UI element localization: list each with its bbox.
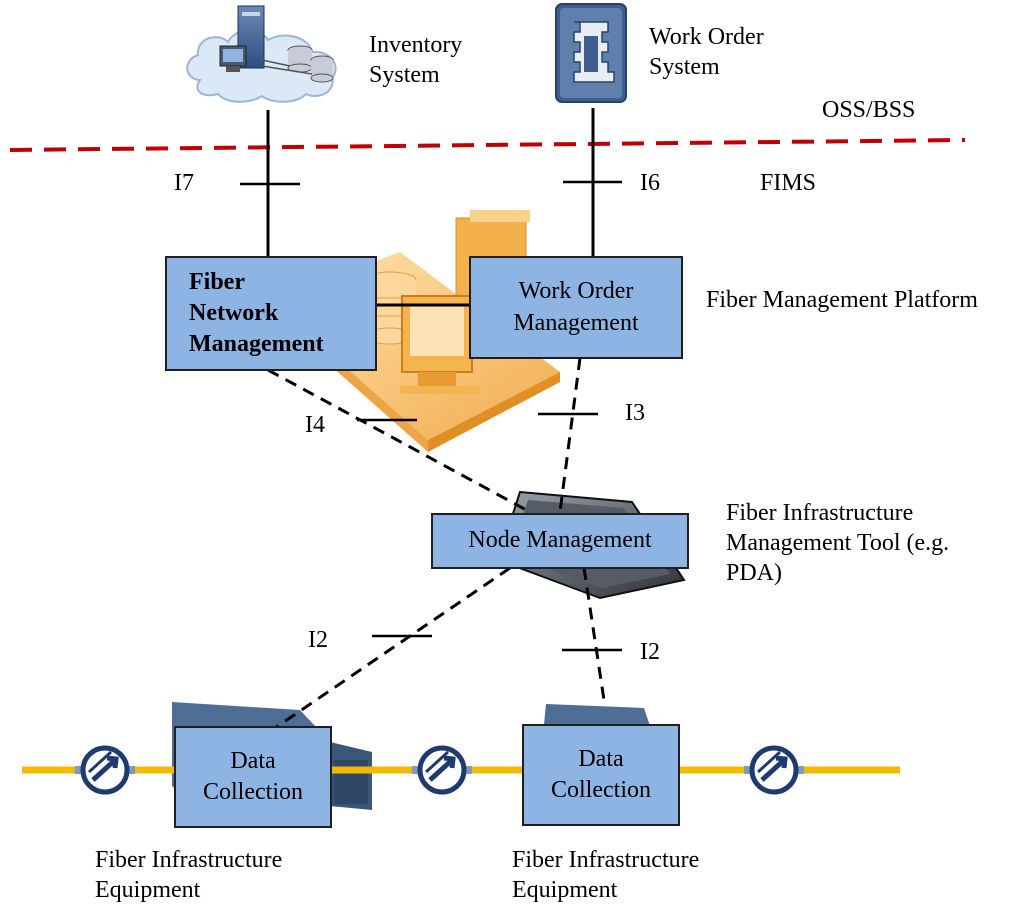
inventory-system-label: Inventory System — [369, 32, 463, 88]
link-i3 — [558, 357, 582, 513]
equipment-left-label: Fiber Infrastructure Equipment — [95, 847, 283, 903]
management-tool-label: Fiber Infrastructure Management Tool (e.… — [726, 500, 950, 586]
link-i4 — [267, 368, 531, 514]
fiber-connector-icon — [744, 745, 804, 795]
oss-bss-label: OSS/BSS — [822, 97, 916, 123]
equipment-right-label: Fiber Infrastructure Equipment — [512, 847, 700, 903]
fiber-network-management-box: Fiber Network Management — [165, 256, 377, 371]
interface-i4-label: I4 — [305, 412, 325, 438]
work-order-icon — [555, 3, 627, 103]
fims-label: FIMS — [760, 170, 817, 196]
fiber-management-platform-label: Fiber Management Platform — [706, 287, 978, 313]
oss-bss-separator — [9, 138, 966, 152]
link-i2-right — [582, 567, 606, 701]
interface-i2-right-label: I2 — [640, 639, 660, 665]
data-collection-right-box: Data Collection — [522, 724, 680, 826]
node-management-box: Node Management — [431, 513, 689, 569]
interface-i7-label: I7 — [174, 170, 194, 196]
interface-i2-left-label: I2 — [308, 627, 328, 653]
fiber-connector-icon — [412, 745, 472, 795]
cloud-server-icon — [186, 5, 337, 103]
work-order-management-box: Work Order Management — [469, 256, 683, 359]
interface-i6-label: I6 — [640, 170, 660, 196]
work-order-system-label: Work Order System — [649, 24, 764, 80]
fiber-connector-icon — [75, 745, 135, 795]
data-collection-left-box: Data Collection — [174, 726, 332, 828]
link-i2-left — [274, 566, 511, 730]
interface-i3-label: I3 — [625, 400, 645, 426]
